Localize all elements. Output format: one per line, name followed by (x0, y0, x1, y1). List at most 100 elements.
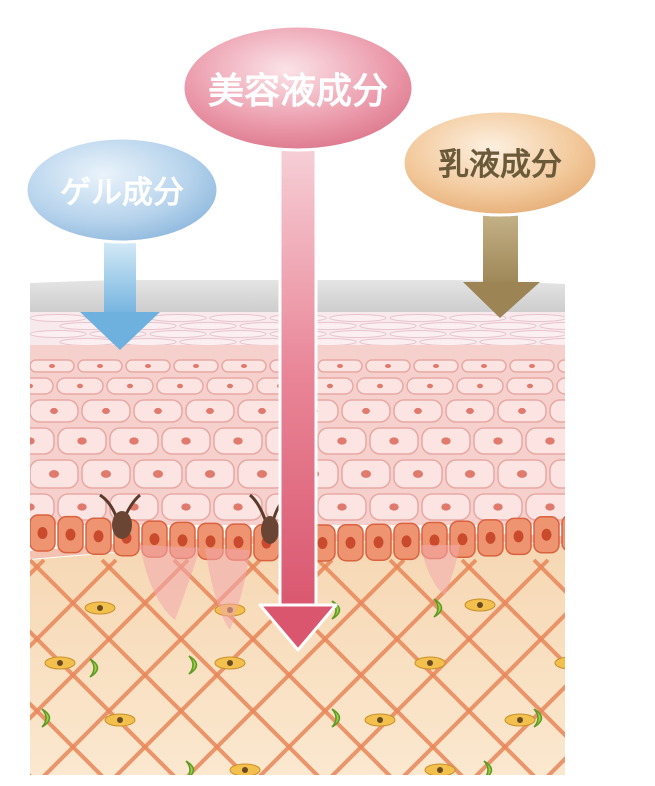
cell-nucleus (545, 503, 555, 511)
cell-nucleus (570, 408, 578, 414)
cell-nucleus (385, 364, 391, 368)
corneum-cell (449, 314, 507, 322)
gel-bubble: ゲル成分 (24, 136, 220, 244)
cell-nucleus (77, 503, 87, 511)
corneum-cell (30, 330, 87, 338)
elastin-node (41, 708, 51, 728)
cell-nucleus (129, 437, 139, 445)
collagen-fiber (606, 560, 655, 786)
collagen-fiber (474, 684, 565, 775)
cell-nucleus (177, 383, 183, 389)
epidermal-cell (549, 399, 565, 423)
basal-nucleus (65, 528, 76, 541)
fibroblast-nucleus (117, 717, 123, 723)
corneum-cell (329, 330, 387, 338)
elastin-node (433, 598, 443, 618)
cell-nucleus (145, 364, 151, 368)
elastin-node (331, 708, 341, 728)
cell-nucleus (30, 503, 35, 511)
epidermal-cell (557, 359, 565, 373)
cell-nucleus (493, 437, 503, 445)
corneum-cell (539, 322, 565, 330)
cell-nucleus (233, 437, 243, 445)
cell-nucleus (30, 383, 33, 389)
corneum-cell (179, 322, 237, 330)
corneum-cell (539, 338, 565, 346)
cell-nucleus (477, 383, 483, 389)
cell-nucleus (127, 383, 133, 389)
cell-nucleus (206, 407, 214, 415)
basal-nucleus (317, 536, 328, 549)
fibroblast-nucleus (477, 602, 483, 608)
collagen-fiber (30, 701, 104, 775)
cell-nucleus (493, 503, 503, 511)
elastin-nodes (41, 598, 543, 775)
corneum-cell (209, 330, 267, 338)
corneum-cell (419, 322, 477, 330)
basal-nucleus (205, 535, 216, 548)
collagen-fiber (258, 558, 478, 775)
fibroblast (554, 656, 565, 670)
basal-nucleus (570, 527, 580, 539)
corneum-cell (30, 314, 87, 322)
corneum-cell (209, 314, 267, 322)
epidermal-cell (30, 377, 54, 395)
cell-nucleus (256, 470, 268, 478)
basal-nucleus (485, 531, 496, 544)
fibroblast-nucleus (567, 660, 573, 666)
epidermal-cell (549, 459, 565, 489)
basal-nucleus (37, 527, 48, 539)
corneum-cell (479, 338, 537, 346)
basal-cell (561, 515, 565, 551)
corneum-cell (59, 338, 117, 346)
corneum-cell (359, 322, 417, 330)
cell-nucleus (227, 383, 233, 389)
cell-nucleus (377, 383, 383, 389)
corneum-cell (509, 314, 565, 322)
cell-nucleus (258, 407, 266, 415)
cell-nucleus (414, 407, 422, 415)
collagen-fiber (30, 558, 190, 721)
gel-label: ゲル成分 (60, 175, 184, 211)
elastin-node (188, 655, 198, 675)
collagen-fiber (330, 558, 550, 775)
cell-nucleus (527, 383, 533, 389)
basal-nucleus (513, 530, 524, 543)
cell-nucleus (77, 383, 83, 389)
cell-nucleus (204, 470, 216, 478)
epidermal-cell (556, 377, 565, 395)
cell-nucleus (154, 407, 162, 415)
cell-nucleus (327, 383, 333, 389)
collagen-fiber (186, 558, 406, 775)
cell-nucleus (464, 470, 476, 478)
epidermal-cell (30, 493, 55, 521)
cell-nucleus (433, 364, 439, 368)
cell-nucleus (152, 470, 164, 478)
corneum-cell (149, 330, 207, 338)
cell-nucleus (233, 503, 243, 511)
basal-nucleus (401, 535, 412, 548)
cell-nucleus (389, 437, 399, 445)
fibroblast-nucleus (427, 660, 433, 666)
collagen-fiber (460, 558, 565, 666)
cell-nucleus (77, 437, 87, 445)
corneum-cell (329, 314, 387, 322)
corneum-cell (149, 314, 207, 322)
cell-nucleus (518, 407, 526, 415)
fibroblast-nucleus (517, 717, 523, 723)
cell-nucleus (360, 470, 372, 478)
elastin-node (185, 760, 195, 775)
fibroblast-nucleus (227, 660, 233, 666)
cell-nucleus (181, 437, 191, 445)
cell-nucleus (569, 470, 579, 478)
cell-nucleus (337, 437, 347, 445)
cell-nucleus (50, 407, 58, 415)
papillae (140, 545, 460, 630)
cell-nucleus (97, 364, 103, 368)
elastin-node (483, 760, 493, 775)
basal-nucleus (177, 534, 188, 547)
cell-nucleus (516, 470, 528, 478)
skin-cross-section (30, 280, 655, 786)
cell-nucleus (49, 364, 55, 368)
